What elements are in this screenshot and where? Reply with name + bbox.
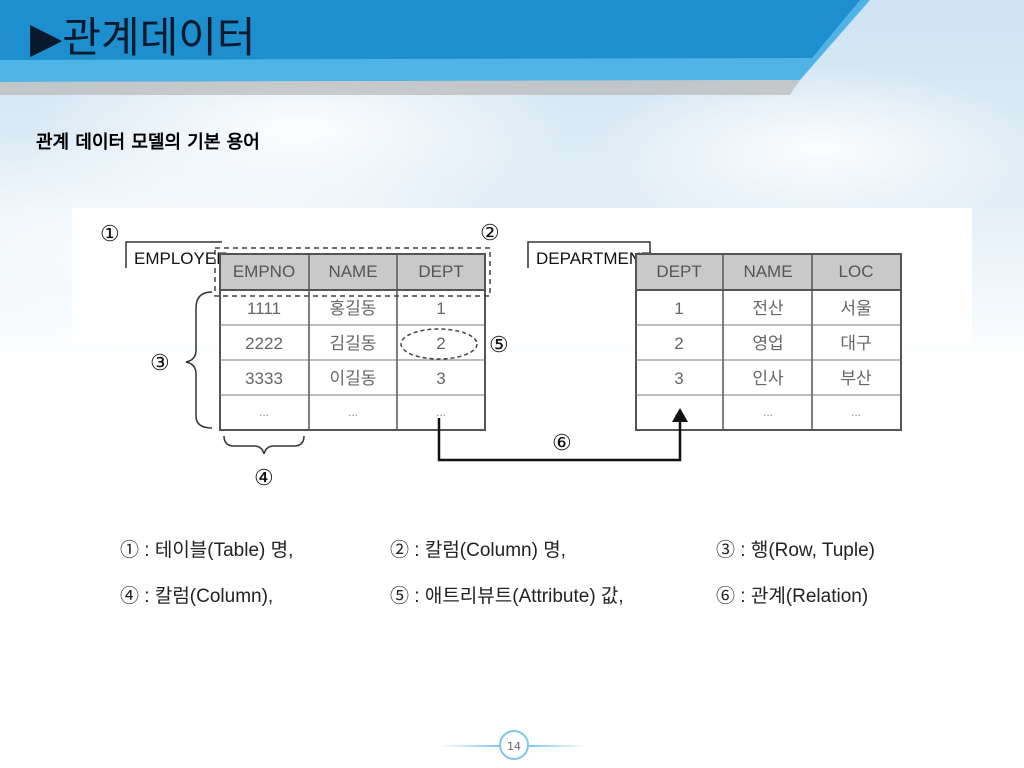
employee-table-label: EMPLOYEE: [134, 249, 228, 268]
dept-cell: ...: [851, 405, 861, 419]
legend-item-5: ⑤ : 애트리뷰트(Attribute) 값,: [390, 586, 624, 607]
page-title: ▶관계데이터: [30, 4, 256, 65]
dept-cell: 대구: [840, 334, 871, 353]
footer-line-right: [528, 745, 588, 747]
emp-col-dept: DEPT: [418, 262, 463, 281]
department-table: DEPT NAME LOC 1 전산 서울 2 영업 대구 3 인사 부산 ..…: [635, 253, 902, 431]
emp-col-name: NAME: [328, 262, 377, 281]
section-subtitle: 관계 데이터 모델의 기본 용어: [36, 132, 260, 153]
legend-item-3: ③ : 행(Row, Tuple): [716, 540, 875, 561]
title-banner: [0, 0, 870, 95]
emp-cell: 1: [436, 299, 445, 318]
department-table-label: DEPARTMENT: [536, 249, 652, 268]
emp-col-empno: EMPNO: [233, 262, 295, 281]
marker-2: ②: [480, 220, 500, 245]
arrow-head-icon: [672, 408, 688, 422]
dept-cell: 1: [674, 299, 683, 318]
marker-5: ⑤: [489, 332, 509, 357]
footer-line-left: [440, 745, 500, 747]
emp-cell: 2222: [245, 334, 283, 353]
marker-3: ③: [150, 350, 170, 375]
emp-cell: 3333: [245, 369, 283, 388]
dept-cell: 2: [674, 334, 683, 353]
play-marker-icon: ▶: [30, 13, 63, 62]
legend-item-1: ① : 테이블(Table) 명,: [120, 540, 294, 561]
dept-cell: 영업: [752, 334, 783, 353]
dept-cell: 3: [674, 369, 683, 388]
marker-6: ⑥: [552, 430, 572, 455]
dept-col-loc: LOC: [839, 262, 874, 281]
attribute-highlight: [400, 328, 478, 360]
emp-cell: 김길동: [330, 334, 377, 353]
marker-1: ①: [100, 221, 120, 246]
dept-cell: 부산: [840, 369, 872, 388]
relational-diagram: ① EMPLOYEE EMPNO NAME DEPT 1111 홍길동 1 22…: [72, 208, 972, 490]
employee-table: EMPNO NAME DEPT 1111 홍길동 1 2222 김길동 2 33…: [219, 253, 486, 431]
column-brace: [223, 435, 305, 455]
emp-cell: ...: [436, 405, 446, 419]
emp-cell: 3: [436, 369, 445, 388]
relation-arrow: [437, 418, 682, 462]
dept-cell: 인사: [752, 369, 784, 388]
row-brace: [185, 291, 213, 429]
emp-cell: 이길동: [330, 369, 377, 388]
page-number: 14: [499, 730, 529, 760]
legend-item-2: ② : 칼럼(Column) 명,: [390, 540, 566, 561]
dept-cell: 전산: [752, 299, 784, 318]
emp-cell: 홍길동: [330, 299, 377, 318]
column-names-highlight: [214, 247, 491, 297]
dept-cell: ...: [763, 405, 773, 419]
dept-col-dept: DEPT: [656, 262, 701, 281]
legend-item-4: ④ : 칼럼(Column),: [120, 586, 274, 607]
legend-item-6: ⑥ : 관계(Relation): [716, 586, 869, 607]
emp-cell: ...: [259, 405, 269, 419]
page-title-text: 관계데이터: [62, 13, 256, 62]
emp-cell: 1111: [247, 299, 281, 318]
dept-col-name: NAME: [743, 262, 792, 281]
emp-cell-attribute: 2: [436, 334, 445, 353]
marker-4: ④: [254, 465, 274, 490]
emp-cell: ...: [348, 405, 358, 419]
dept-cell: 서울: [840, 299, 871, 318]
